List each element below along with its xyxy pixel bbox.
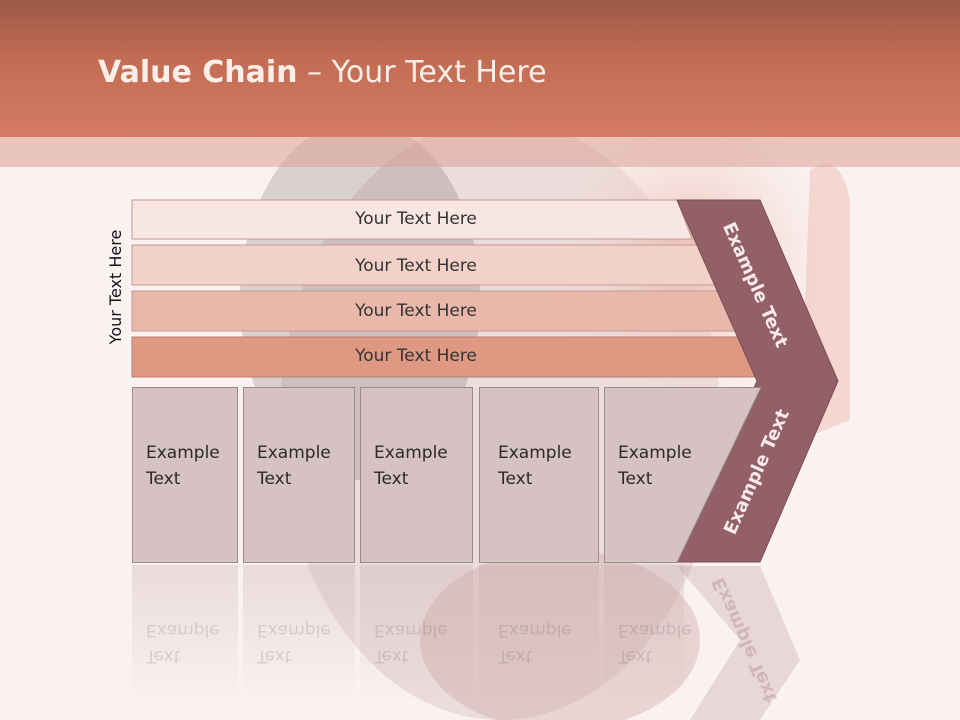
title-bold: Value Chain (98, 55, 298, 90)
support-band-1 (131, 199, 693, 240)
header-band (0, 0, 960, 137)
title-rest: – Your Text Here (297, 55, 547, 90)
support-band-label-2: Your Text Here (355, 256, 477, 276)
support-band-label-3: Your Text Here (355, 301, 477, 321)
header-strip (0, 137, 960, 167)
support-band-label-4: Your Text Here (355, 346, 477, 366)
support-band-label-1: Your Text Here (355, 209, 477, 229)
margin-chevron-reflection (677, 566, 800, 720)
slide-title: Value Chain – Your Text Here (98, 55, 547, 90)
